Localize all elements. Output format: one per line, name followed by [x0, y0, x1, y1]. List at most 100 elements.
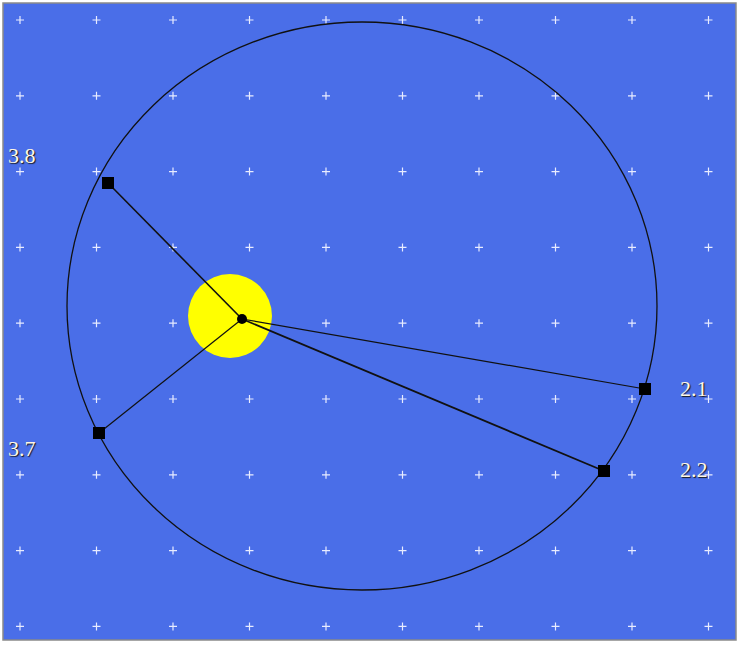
grid-plus: [169, 243, 177, 251]
grid-plus: [322, 168, 330, 176]
grid-plus: [93, 319, 101, 327]
grid-plus: [628, 16, 636, 24]
grid-plus: [475, 243, 483, 251]
grid-plus: [705, 319, 713, 327]
grid-plus: [16, 395, 24, 403]
planet-marker: [598, 465, 610, 477]
period-label: 3.7: [8, 437, 36, 461]
grid-plus: [399, 92, 407, 100]
radius-line: [242, 319, 604, 471]
grid-plus: [322, 16, 330, 24]
grid-plus: [552, 319, 560, 327]
grid-plus: [16, 16, 24, 24]
grid-plus: [628, 395, 636, 403]
grid-plus: [475, 92, 483, 100]
grid-plus: [16, 168, 24, 176]
grid-plus: [552, 92, 560, 100]
period-label: 3.8: [8, 144, 36, 168]
grid-plus: [322, 243, 330, 251]
grid-plus: [169, 168, 177, 176]
grid-plus: [628, 168, 636, 176]
grid-plus: [399, 471, 407, 479]
grid-plus: [246, 395, 254, 403]
grid-plus: [705, 622, 713, 630]
grid-plus: [322, 92, 330, 100]
grid-plus: [246, 622, 254, 630]
grid-plus: [705, 547, 713, 555]
grid-plus: [399, 16, 407, 24]
grid-plus: [246, 547, 254, 555]
radius-line: [108, 183, 242, 319]
grid-plus: [399, 319, 407, 327]
grid-plus: [322, 319, 330, 327]
grid-plus: [16, 471, 24, 479]
grid-plus: [705, 168, 713, 176]
grid-plus: [322, 547, 330, 555]
grid-plus: [552, 168, 560, 176]
radius-line: [99, 319, 242, 433]
planet-marker: [93, 427, 105, 439]
grid-plus: [399, 243, 407, 251]
grid-plus: [628, 471, 636, 479]
grid-plus: [322, 622, 330, 630]
grid-plus: [246, 92, 254, 100]
grid-plus: [16, 243, 24, 251]
grid-plus: [169, 16, 177, 24]
grid-plus: [552, 471, 560, 479]
grid-plus: [399, 168, 407, 176]
grid-plus: [552, 395, 560, 403]
grid-plus: [628, 622, 636, 630]
grid-plus: [628, 319, 636, 327]
grid-plus: [246, 471, 254, 479]
grid-plus: [93, 92, 101, 100]
grid-plus: [705, 92, 713, 100]
grid-plus: [552, 16, 560, 24]
grid-plus: [399, 547, 407, 555]
grid-plus: [552, 547, 560, 555]
grid-plus: [16, 622, 24, 630]
grid-plus: [628, 243, 636, 251]
grid-plus: [93, 16, 101, 24]
grid-plus: [475, 168, 483, 176]
planet-marker: [639, 383, 651, 395]
grid-plus: [399, 395, 407, 403]
grid-plus: [475, 395, 483, 403]
grid-plus: [93, 243, 101, 251]
grid-plus: [169, 92, 177, 100]
grid-plus: [475, 16, 483, 24]
sun-disc: [188, 274, 272, 358]
grid-plus: [93, 168, 101, 176]
grid-plus: [705, 243, 713, 251]
grid-plus: [169, 395, 177, 403]
grid-plus: [169, 547, 177, 555]
grid-plus: [475, 471, 483, 479]
grid-plus: [169, 622, 177, 630]
radius-line: [242, 319, 645, 389]
grid-plus: [93, 395, 101, 403]
grid-plus: [628, 547, 636, 555]
grid-marks: [16, 16, 713, 630]
grid-plus: [93, 547, 101, 555]
grid-plus: [475, 622, 483, 630]
grid-plus: [475, 547, 483, 555]
grid-plus: [93, 471, 101, 479]
grid-plus: [552, 622, 560, 630]
sky-ground: [3, 3, 736, 640]
grid-plus: [705, 16, 713, 24]
planet-marker: [102, 177, 114, 189]
grid-plus: [246, 243, 254, 251]
orbit-ellipse: [67, 22, 657, 590]
grid-plus: [16, 547, 24, 555]
grid-plus: [16, 92, 24, 100]
period-label: 2.2: [680, 458, 708, 482]
grid-plus: [169, 319, 177, 327]
grid-plus: [322, 471, 330, 479]
grid-plus: [399, 622, 407, 630]
grid-plus: [16, 319, 24, 327]
grid-plus: [322, 395, 330, 403]
grid-plus: [475, 319, 483, 327]
grid-plus: [552, 243, 560, 251]
grid-plus: [246, 16, 254, 24]
